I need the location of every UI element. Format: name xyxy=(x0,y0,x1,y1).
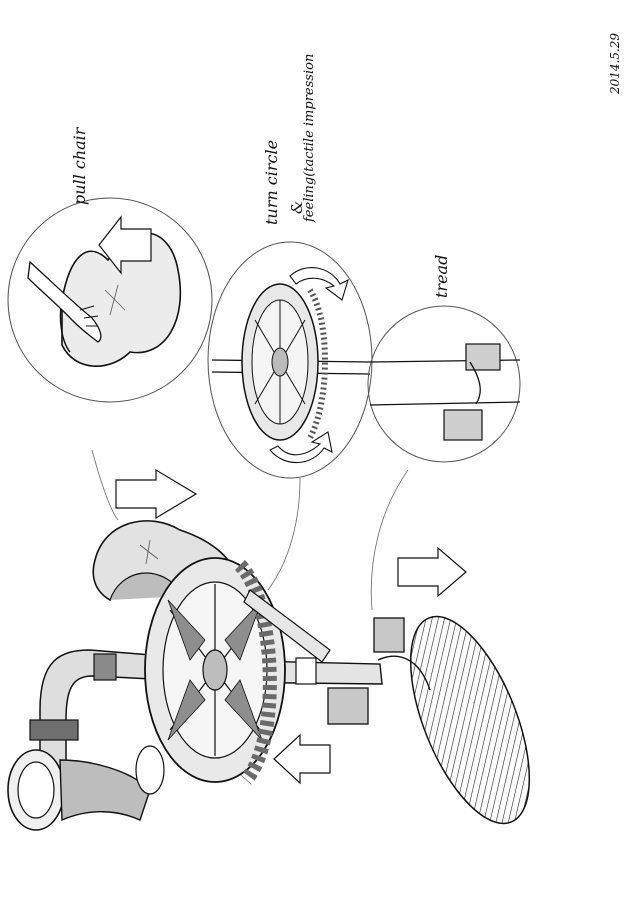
label-pull-chair: pull chair xyxy=(70,127,89,205)
signature-date: 2014.5.29 xyxy=(608,32,622,94)
arrow-up-icon xyxy=(98,215,152,275)
rotate-arrow-icon xyxy=(269,431,333,464)
detail-circle-tread xyxy=(367,305,521,463)
label-turn-circle: turn circle xyxy=(262,139,281,225)
arrow-right-icon xyxy=(397,546,467,598)
arrow-down-icon xyxy=(115,468,198,520)
detail-circle-pull-chair xyxy=(7,197,213,403)
main-sketch xyxy=(7,449,531,831)
label-tread: tread xyxy=(432,254,451,298)
arrow-left-icon xyxy=(273,733,331,785)
label-feeling: feeling(tactile impression xyxy=(302,53,317,222)
rotate-arrow-icon xyxy=(289,267,349,301)
detail-circle-turn-circle xyxy=(207,241,373,479)
